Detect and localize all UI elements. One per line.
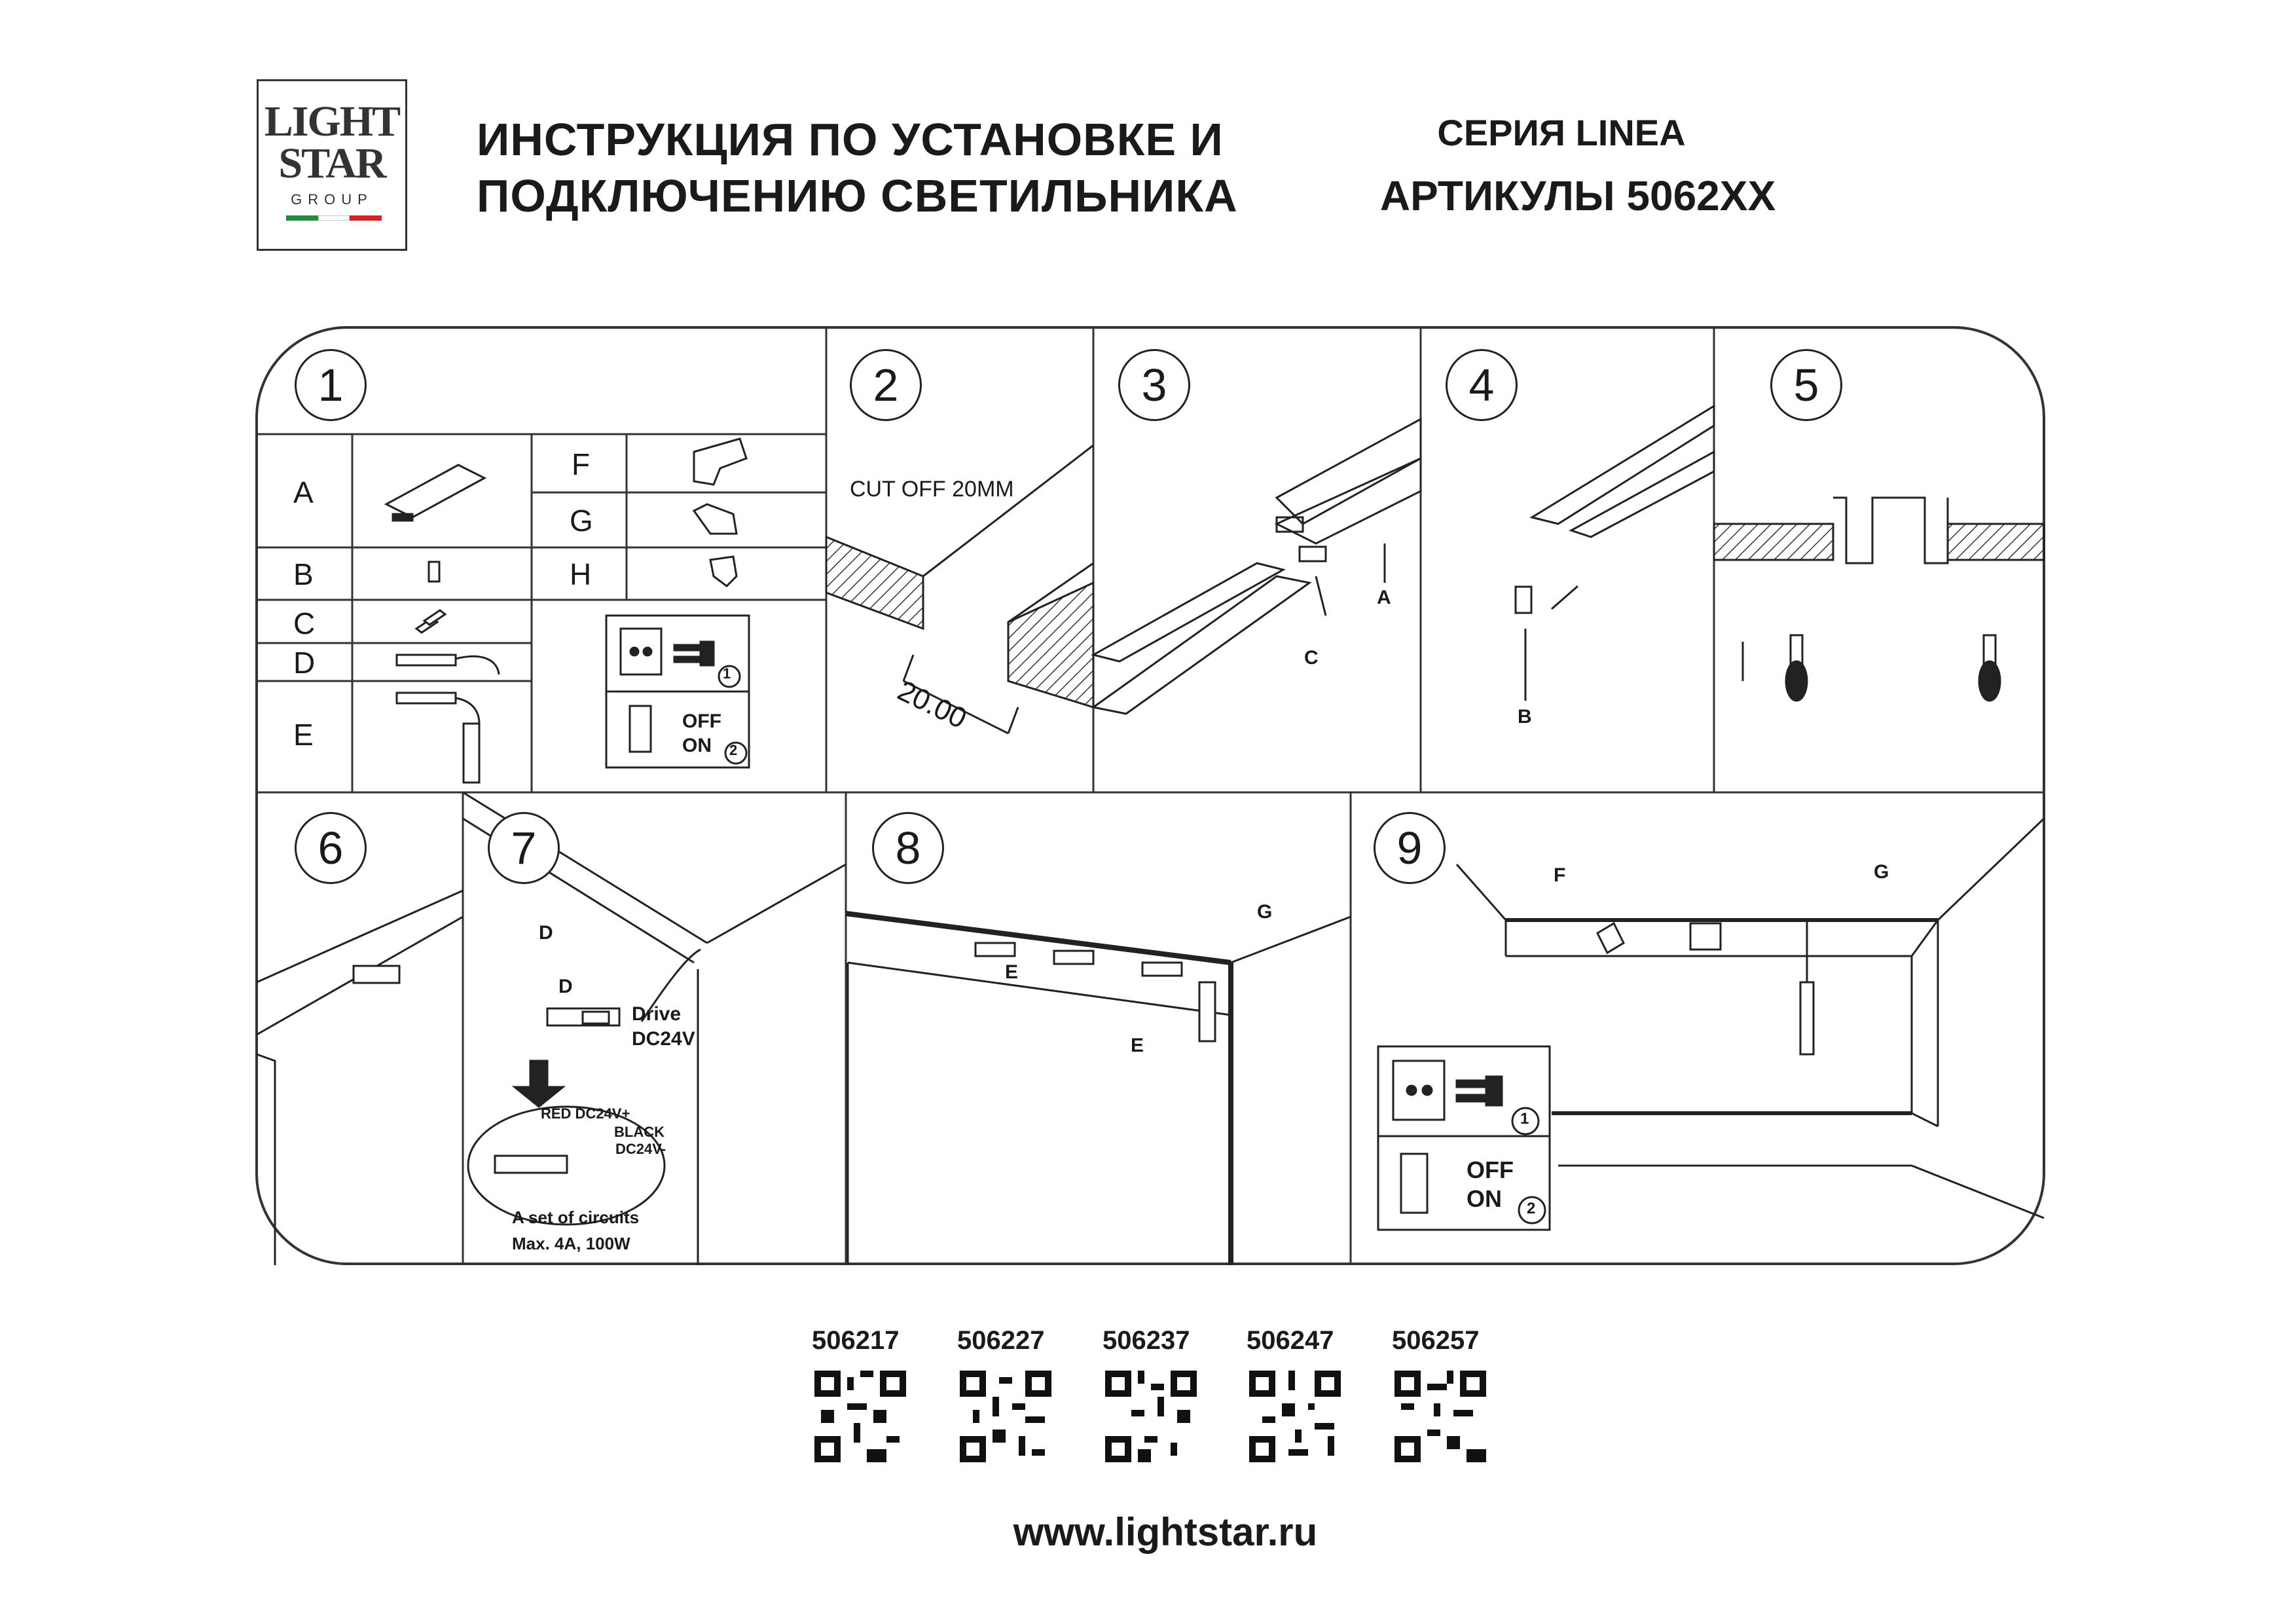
step4-label-b: B (1518, 706, 1532, 728)
step-number-8: 8 (872, 812, 944, 884)
cut-off-instruction: CUT OFF 20MM (850, 477, 1014, 502)
power-off-label: OFF (682, 710, 721, 732)
step-number-6: 6 (295, 812, 367, 884)
part-label-c: C (293, 606, 316, 640)
step-number-3: 3 (1118, 349, 1190, 421)
part-label-a: A (293, 475, 314, 509)
product-code-4: 506247 (1247, 1326, 1334, 1355)
logo-line-3: GROUP (291, 191, 373, 208)
product-code-2: 506227 (957, 1326, 1045, 1355)
wire-black-voltage-label: DC24V- (615, 1141, 666, 1157)
wire-red-label: RED DC24V+ (541, 1105, 630, 1122)
qr-code-icon (1105, 1371, 1197, 1462)
product-code-1: 506217 (812, 1326, 900, 1355)
part-label-h: H (570, 557, 592, 591)
qr-code-icon (1249, 1371, 1341, 1462)
logo-line-2: STAR (278, 139, 386, 187)
step8-label-g: G (1257, 901, 1273, 923)
italian-flag-stripe (286, 212, 382, 221)
part-label-g: G (570, 504, 593, 538)
step9-label-g: G (1874, 861, 1889, 883)
articles-label: АРТИКУЛЫ 5062XX (1379, 172, 1776, 219)
product-code-5: 506257 (1392, 1326, 1480, 1355)
title-line-2: ПОДКЛЮЧЕНИЮ СВЕТИЛЬНИКА (477, 170, 1238, 221)
power-on-label: ON (682, 735, 712, 756)
drive-voltage-label: DC24V (632, 1028, 695, 1050)
part-label-d: D (293, 646, 316, 680)
step-number-5: 5 (1770, 349, 1842, 421)
logo-line-1: LIGHT (264, 98, 401, 145)
qr-code-icon (960, 1371, 1051, 1462)
wire-black-label: BLACK (614, 1124, 665, 1140)
step9-label-f: F (1554, 864, 1566, 886)
part-label-b: B (293, 557, 314, 591)
power-step-1-small: 1 (723, 665, 731, 682)
page-title: ИНСТРУКЦИЯ ПО УСТАНОВКЕ И ПОДКЛЮЧЕНИЮ СВ… (477, 111, 1238, 224)
step-number-4: 4 (1446, 349, 1518, 421)
series-label: СЕРИЯ LINEA (1437, 112, 1686, 153)
power9-step-1-small: 1 (1520, 1110, 1529, 1128)
qr-code-icon (1394, 1371, 1486, 1462)
qr-code-icon (814, 1371, 906, 1462)
step-number-7: 7 (488, 812, 560, 884)
part-label-e: E (293, 718, 314, 752)
website-link[interactable]: www.lightstar.ru (1013, 1510, 1318, 1554)
step7-label-d1: D (539, 922, 553, 944)
step3-label-c: C (1304, 647, 1319, 669)
power9-on-label: ON (1467, 1185, 1502, 1212)
step-number-2: 2 (850, 349, 922, 421)
title-line-1: ИНСТРУКЦИЯ ПО УСТАНОВКЕ И (477, 114, 1224, 165)
part-label-f: F (572, 447, 591, 481)
drive-label: Drive (632, 1003, 682, 1025)
step-number-9: 9 (1374, 812, 1446, 884)
brand-logo: LIGHT STAR GROUP (257, 79, 407, 251)
max-load-label: Max. 4A, 100W (512, 1234, 630, 1253)
step8-label-e1: E (1005, 961, 1019, 983)
step8-label-e2: E (1131, 1035, 1144, 1056)
power9-off-label: OFF (1467, 1156, 1514, 1183)
step3-label-a: A (1377, 587, 1391, 608)
instruction-frame (255, 326, 2045, 1265)
step-number-1: 1 (295, 349, 367, 421)
circuits-label: A set of circuits (512, 1208, 640, 1227)
power-step-2-small: 2 (729, 742, 738, 758)
step7-label-d2: D (558, 976, 573, 997)
power9-step-2-small: 2 (1527, 1200, 1536, 1217)
product-code-3: 506237 (1102, 1326, 1190, 1355)
